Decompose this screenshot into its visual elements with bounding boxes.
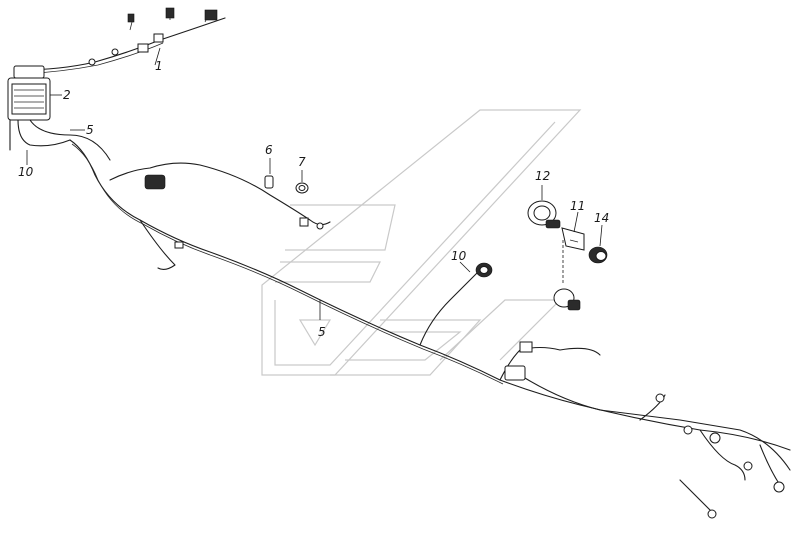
- callout-5-mid: 5: [318, 325, 326, 339]
- device-sensor-lower: [553, 240, 581, 311]
- callout-10-left: 10: [18, 165, 34, 179]
- device-part-12: [527, 200, 561, 229]
- callout-5-top: 5: [86, 123, 94, 137]
- main-harness: [69, 139, 791, 519]
- callout-7: 7: [298, 155, 306, 169]
- connector-part-6: [264, 175, 274, 189]
- bracket-part-11: [561, 227, 585, 251]
- callout-10-right: 10: [451, 249, 467, 263]
- grommet-part-7: [295, 182, 309, 194]
- sensor-part-10: [475, 262, 493, 278]
- callout-1: 1: [155, 59, 163, 73]
- leader-lines: [26, 47, 603, 320]
- watermark-logo: [261, 109, 582, 376]
- callout-12: 12: [535, 169, 550, 183]
- callout-labels: 1 2 5 5 6 7 10 10 11 12 14: [18, 59, 609, 339]
- callout-11: 11: [570, 199, 585, 213]
- callout-6: 6: [265, 143, 273, 157]
- sensor-part-14: [588, 246, 608, 264]
- relay-box: [7, 65, 111, 161]
- callout-2: 2: [63, 88, 71, 102]
- callout-14: 14: [594, 211, 609, 225]
- harness-top: [19, 7, 226, 75]
